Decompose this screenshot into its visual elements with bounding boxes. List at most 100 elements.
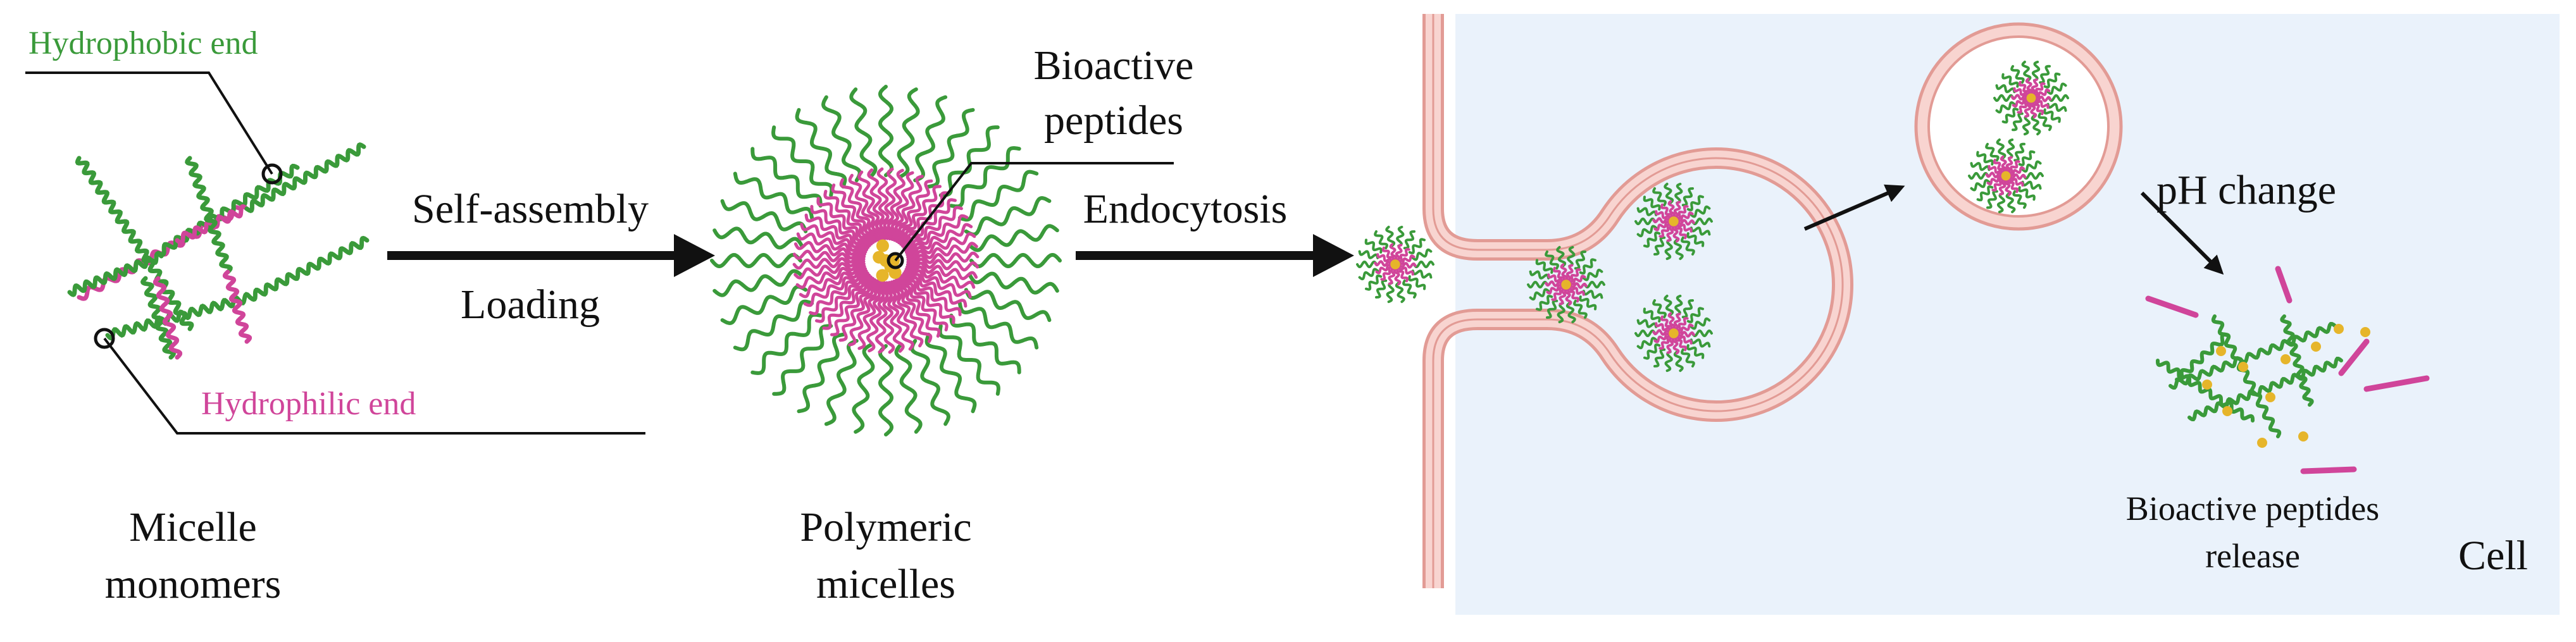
micelle-hydrophobic-chain [924,332,977,414]
micelle-hydrophilic-chain [895,277,941,338]
micelle-hydrophilic-chain [1674,336,1688,352]
cell-label: Cell [2458,533,2528,579]
micelle-hydrophobic-chain [1664,238,1673,261]
micelle-hydrophilic-chain [816,197,872,247]
released-peptide-dot [2265,392,2275,402]
micelle [1634,294,1713,373]
micelle-hydrophilic-chain [905,261,978,281]
micelle-hydrophilic-chain [1652,329,1671,336]
micelle-hydrophilic-chain [809,270,869,316]
micelle-hydrophobic-chain [1689,317,1711,330]
released-peptide-dot [2257,438,2267,448]
micelle-hydrophobic-chain [949,313,1021,374]
micelle-hydrophobic-chain [1535,259,1553,274]
micelle-hydrophilic-chain [793,259,866,280]
micelle-hydrophobic-chain [1996,192,2006,214]
endocytosis-label: Endocytosis [1083,186,1288,232]
micelle-hydrophilic-chain [839,178,879,243]
micelle-hydrophilic-chain [2024,101,2032,118]
micelle-hydrophobic-chain [1634,218,1657,225]
micelle-hydrophobic-chain [1557,302,1565,324]
micelle-hydrophobic-chain [2046,82,2067,95]
released-hydrophilic-fragment [2145,295,2199,318]
micelle-hydrophilic-chain [792,249,866,264]
micelle-hydrophobic-chain [1358,268,1379,281]
peptide-core [1669,328,1679,338]
micelle-hydrophilic-chain [2000,155,2008,173]
micelle-hydrophobic-chain [1976,185,1994,202]
micelle-hydrophobic-chain [852,342,875,434]
micelle-hydrophobic-chain [1536,295,1553,311]
micelle-hydrophobic-chain [957,301,1039,350]
micelle-hydrophilic-chain [900,274,955,324]
micelle-hydrophilic-chain [1652,217,1671,224]
micelle-hydrophobic-chain [1573,299,1588,319]
micelle-hydrophobic-chain [938,125,1000,197]
micelle-hydrophilic-chain [857,170,885,241]
micelle-hydrophilic-chain [2017,100,2029,114]
vesicle-arrow [1803,184,1905,231]
micelle [1527,245,1605,324]
micelle-hydrophilic-chain [1677,211,1694,222]
micelle-hydrophilic-chain [874,281,889,354]
micelle-hydrophilic-chain [792,256,866,270]
micelle-hydrophobic-chain [1411,248,1433,261]
micelle-hydrophobic-chain [1995,84,2016,94]
monomer-hydrophobic-segment [140,276,177,360]
micelle-hydrophobic-chain [1996,138,2007,160]
micelle-hydrophobic-chain [2031,114,2041,136]
micelle-hydrophobic-chain [897,87,920,179]
micelle [1634,182,1713,261]
micelle-hydrophobic-chain [1385,225,1396,247]
micelle-hydrophilic-chain [876,167,890,240]
micelle-hydrophobic-chain [1634,330,1657,337]
micelle-hydrophilic-chain [823,190,874,246]
micelle-hydrophobic-chain [1986,190,1998,209]
micelle-hydrophilic-chain [799,265,867,299]
endocytosis-arrowhead [1313,234,1354,277]
micelle-hydrophobic-chain [2038,112,2052,132]
peptide-core [1669,216,1679,226]
micelle-hydrophobic-chain [1686,344,1705,359]
micelle-hydrophilic-chain [1676,205,1689,219]
micelle-hydrophilic-chain [1547,273,1564,284]
micelle-hydrophobic-chain [795,108,847,189]
micelle-hydrophilic-chain [1381,246,1395,262]
micelle-hydrophobic-chain [1673,238,1684,261]
micelle-hydrophobic-chain [1396,225,1405,247]
peptide-dot [888,266,902,280]
micelle-hydrophobic-chain [1395,281,1405,304]
micelle-hydrophilic-chain [887,280,914,351]
micelle-hydrophobic-chain [1545,250,1559,270]
micelle-hydrophilic-chain [800,223,868,254]
micelle-hydrophilic-chain [905,223,973,256]
micelle [1993,60,2069,136]
bioactive-peptides-leader [887,162,1174,269]
micelle-hydrophilic-chain [887,168,906,241]
micelle-hydrophilic-chain [2018,80,2031,96]
monomer-hydrophilic-segment [152,276,183,360]
micelle-hydrophobic-chain [926,108,975,189]
micelle-hydrophobic-chain [710,252,802,269]
micelle-hydrophilic-chain [1671,336,1680,355]
micelle-hydrophobic-chain [1365,275,1383,291]
micelle-hydrophobic-chain [1567,245,1576,268]
polymeric-micelle [710,85,1062,436]
micelle-hydrophilic-chain [1673,312,1681,330]
micelle-hydrophobic-chain [1643,343,1661,360]
micelle-hydrophobic-chain [712,226,804,250]
micelle-hydrophilic-chain [2034,96,2052,102]
micelle-hydrophilic-chain [900,198,957,249]
micelle-hydrophilic-chain [803,268,868,307]
micelle-hydrophilic-chain [1667,312,1676,330]
peptide-core [2026,93,2036,103]
micelle-hydrophobic-chain [1583,281,1605,288]
micelle-hydrophilic-chain [1660,315,1673,331]
hydrophobic-end-label: Hydrophobic end [28,25,258,61]
micelle-hydrophilic-chain [1398,262,1417,269]
micelle-hydrophilic-chain [893,278,933,343]
micelle-hydrophilic-chain [1559,288,1567,306]
micelle-hydrophilic-chain [1666,225,1674,242]
micelle-hydrophilic-chain [1676,222,1693,233]
